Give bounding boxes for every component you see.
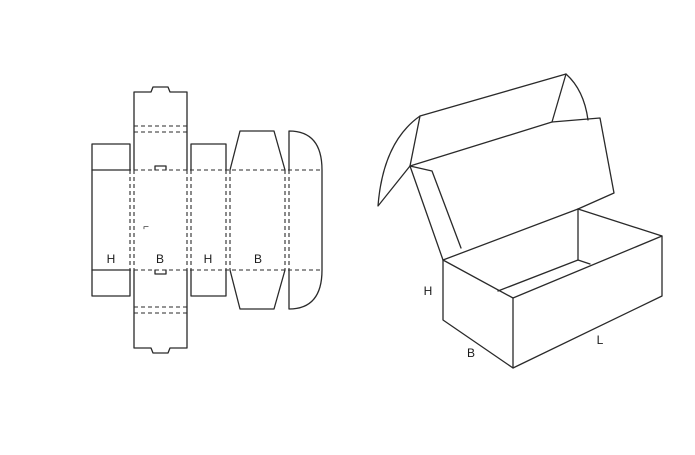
box-lid-back-curve bbox=[565, 73, 589, 121]
box-label-width: B bbox=[467, 346, 475, 360]
net-trapezoid-flap-bottom bbox=[229, 269, 286, 310]
assembled-box: H B L bbox=[377, 73, 663, 369]
box-inner-floor-side bbox=[577, 259, 591, 265]
box-inner-tuck bbox=[409, 165, 462, 249]
net-mid-tab-bottom bbox=[190, 269, 227, 297]
net-label-b2: B bbox=[254, 252, 262, 266]
box-label-length: L bbox=[597, 333, 604, 347]
net-label-h2: H bbox=[204, 252, 213, 266]
box-hinge-link bbox=[409, 165, 444, 261]
box-side-face bbox=[512, 235, 663, 369]
box-back-edge bbox=[442, 208, 579, 261]
box-inner-floor-back bbox=[497, 259, 579, 292]
net-label-h1: H bbox=[107, 252, 116, 266]
box-front-face bbox=[442, 259, 514, 369]
box-right-back-edge bbox=[577, 208, 663, 237]
net-marker: ⌐ bbox=[143, 222, 149, 233]
box-lid-main bbox=[409, 73, 567, 167]
net-bottom-notch bbox=[154, 269, 167, 275]
box-lid-left-flap bbox=[377, 115, 421, 207]
net-left-tab bbox=[91, 143, 131, 297]
net-rounded-end-flap bbox=[288, 130, 323, 310]
net-label-b1: B bbox=[156, 252, 164, 266]
net-trapezoid-flap-top bbox=[229, 130, 286, 171]
flat-net: H B H B ⌐ bbox=[91, 86, 323, 354]
box-lid-side-flap bbox=[551, 117, 615, 210]
net-bottom-flap bbox=[133, 269, 188, 354]
net-top-flap bbox=[133, 86, 188, 171]
net-top-notch bbox=[154, 165, 167, 171]
net-mid-tab-top bbox=[190, 143, 227, 171]
box-label-height: H bbox=[424, 284, 433, 298]
